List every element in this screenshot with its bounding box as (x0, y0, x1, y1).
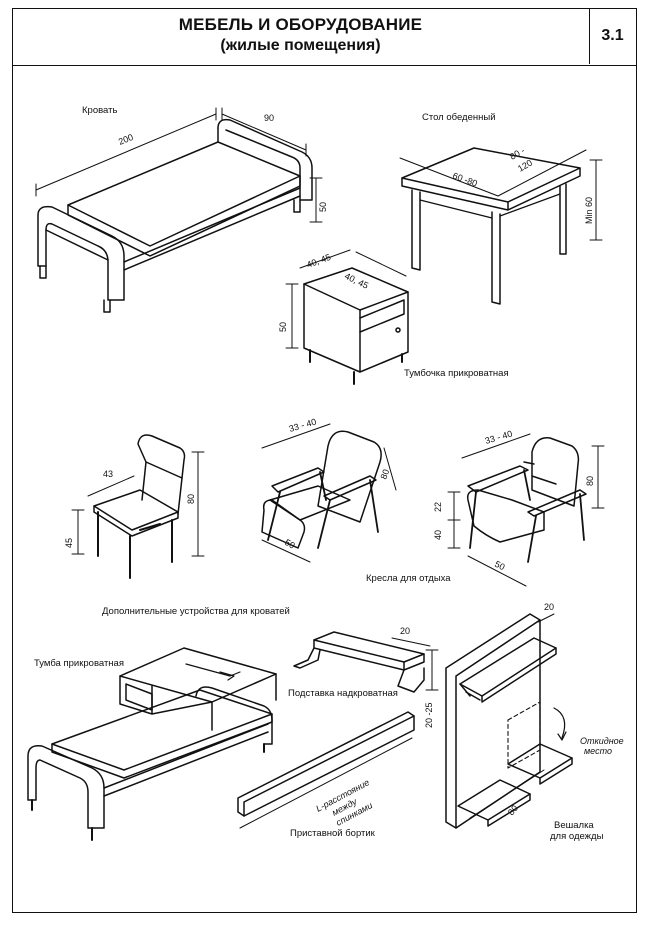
armchair-2-seat-dim: 40 (433, 530, 443, 540)
sheet-title: МЕБЕЛЬ И ОБОРУДОВАНИЕ (178, 15, 423, 34)
bed-label: Кровать (82, 105, 117, 116)
stand-height-dim: 20 -25 (424, 702, 434, 728)
sheet-frame (12, 8, 637, 913)
table-height-dim: Min 60 (584, 197, 594, 224)
nightstand-illustration (285, 249, 409, 385)
nightstand-width-dim: 40, 45 (305, 252, 332, 270)
hanger-length-dim: 80 (506, 803, 520, 817)
sheet-header: МЕБЕЛЬ И ОБОРУДОВАНИЕ (жилые помещения) … (12, 8, 637, 66)
over-bed-stand-illustration (293, 631, 439, 693)
armchair-1-width-dim: 33 - 40 (288, 417, 318, 434)
armchair-2-arm-dim: 22 (433, 502, 443, 512)
chair-illustration (71, 434, 205, 579)
dining-table-label: Стол обеденный (422, 112, 496, 123)
armchair-1-back-dim: 80 (378, 468, 391, 481)
chair-seat-width-dim: 43 (103, 469, 113, 479)
sheet-subtitle: (жилые помещения) (220, 37, 381, 54)
bed-with-bedside-unit-illustration (27, 647, 277, 841)
bed-illustration (35, 107, 323, 313)
clothes-hanger-label-1: Вешалка (554, 820, 594, 831)
armchair-2-height-dim: 80 (585, 476, 595, 486)
bedside-unit-label: Тумба прикроватная (34, 658, 124, 669)
nightstand-label: Тумбочка прикроватная (404, 368, 509, 379)
armchairs-label: Кресла для отдыха (366, 573, 451, 584)
over-bed-stand-label: Подставка надкроватная (288, 688, 398, 699)
bed-width-dim: 90 (264, 113, 274, 123)
clothes-hanger-illustration (445, 613, 573, 829)
bed-length-dim: 200 (117, 132, 135, 147)
table-side-b-dim-1: 80 - (508, 145, 526, 161)
title-block: МЕБЕЛЬ И ОБОРУДОВАНИЕ (жилые помещения) (12, 8, 590, 64)
armchair-2-illustration (447, 433, 605, 587)
bed-height-dim: 50 (318, 202, 328, 212)
armchair-1-illustration (261, 423, 397, 563)
hanger-shelf-dim: 20 (544, 602, 554, 612)
sheet-number: 3.1 (601, 27, 624, 44)
side-board-label: Приставной бортик (290, 828, 376, 839)
nightstand-height-dim: 50 (278, 322, 288, 332)
armchair-2-depth-dim: 50 (493, 559, 506, 572)
chair-seat-height-dim: 45 (64, 538, 74, 548)
folding-seat-label-2: место (584, 746, 612, 756)
table-side-a-dim: 60 -80 (451, 170, 478, 188)
armchair-2-width-dim: 33 - 40 (484, 429, 514, 446)
side-board-illustration (237, 711, 415, 829)
armchair-1-depth-dim: 50 (283, 537, 297, 551)
chair-total-height-dim: 80 (186, 494, 196, 504)
table-side-b-dim-2: 120 (516, 158, 534, 174)
bed-accessories-label: Дополнительные устройства для кроватей (102, 606, 290, 617)
dining-table-illustration (399, 147, 603, 305)
folding-seat-label-1: Откидное (580, 736, 624, 746)
clothes-hanger-label-2: для одежды (550, 831, 604, 842)
stand-width-dim: 20 (400, 626, 410, 636)
